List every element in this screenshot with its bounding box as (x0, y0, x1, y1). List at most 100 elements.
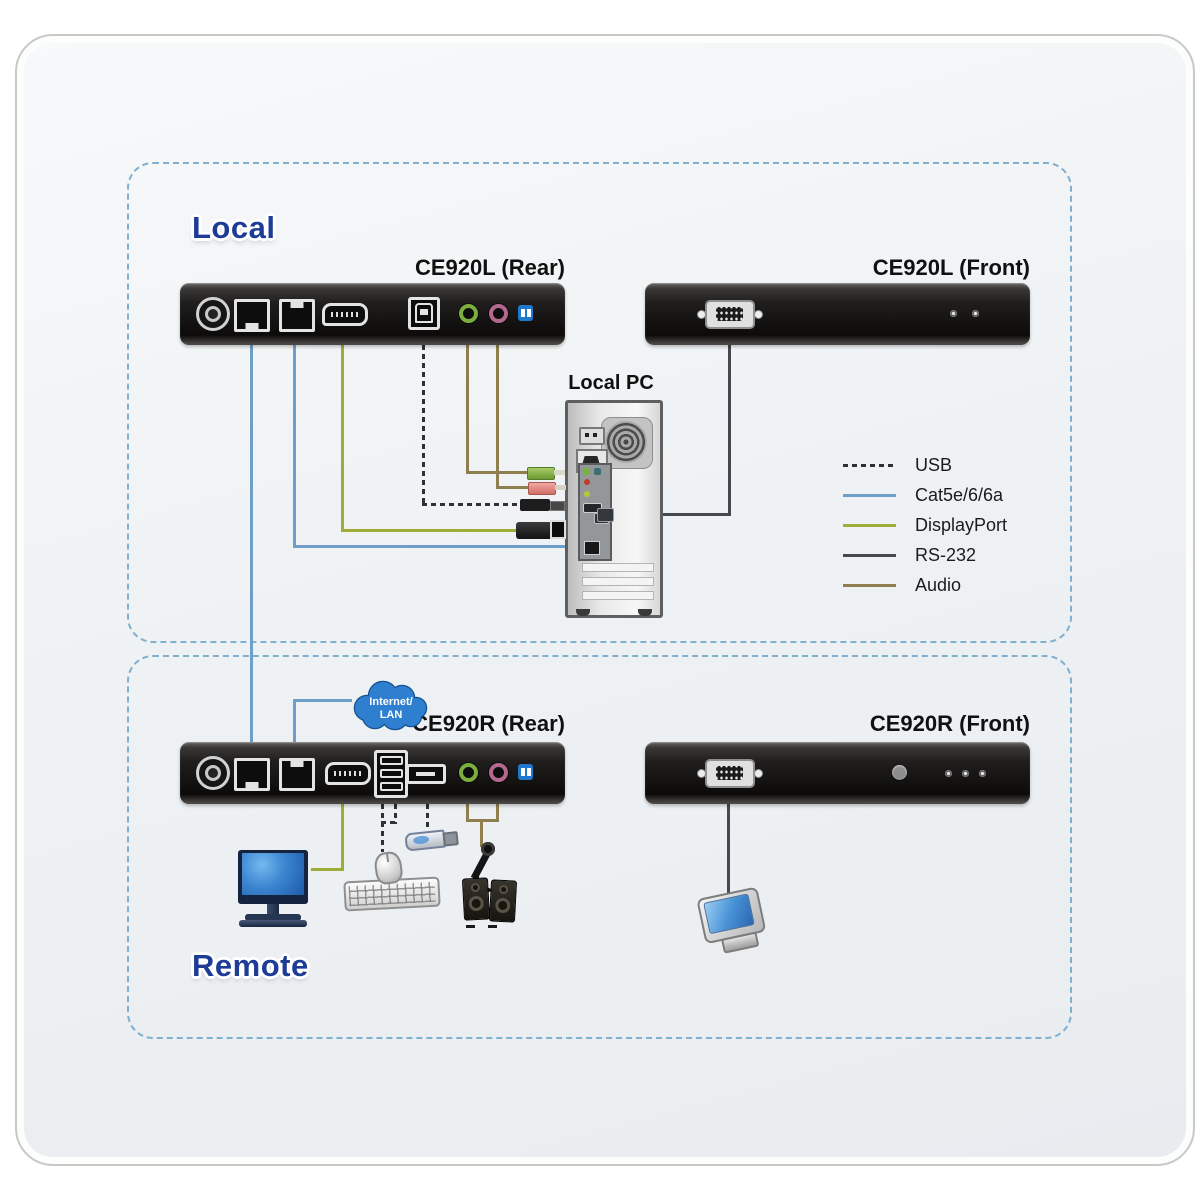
wire-cat5-cloud-h (293, 699, 352, 702)
displayport-port-icon (322, 303, 368, 326)
internet-lan-cloud: Internet/ LAN (345, 678, 435, 734)
mic-in-jack-icon (489, 763, 508, 782)
ce920r-front-title: CE920R (Front) (869, 711, 1030, 736)
remote-zone-label: Remote (192, 948, 309, 983)
rj45-link-port-1-icon (234, 758, 270, 791)
expansion-slot (582, 577, 654, 586)
usb-b-port-icon (408, 297, 440, 330)
lan-port-icon (584, 541, 600, 555)
wire-audio-remote-v3 (480, 819, 483, 847)
wire-rs232-local-v (728, 345, 731, 516)
ce920r-rear-device (180, 742, 565, 804)
usb-plug-icon (520, 498, 565, 512)
local-pc-tower (565, 400, 663, 618)
cloud-label-line2: LAN (380, 709, 403, 721)
legend-swatch-rs232 (843, 554, 896, 557)
wire-displayport-local-h (341, 529, 520, 532)
local-zone-border (127, 162, 1072, 643)
audio-plug-green-icon (527, 467, 567, 480)
db9-serial-port-icon (697, 300, 763, 329)
legend-swatch-displayport (843, 524, 896, 527)
dip-switch-icon (518, 764, 533, 780)
remote-zone-border (127, 655, 1072, 1039)
ce920l-front-title: CE920L (Front) (872, 255, 1030, 280)
legend-item-usb: USB (843, 455, 1073, 475)
rj45-lan-port-icon (279, 758, 315, 791)
legend-label: USB (915, 455, 953, 475)
wire-cat5-direct-link (250, 345, 253, 759)
ce920l-front-device (645, 283, 1030, 345)
audio-out-jack-icon (459, 304, 478, 323)
wire-displayport-local-v (341, 345, 344, 532)
legend-label: RS-232 (915, 545, 977, 565)
wire-usb-kbd-mouse-h (381, 821, 397, 824)
power-inlet-icon (579, 427, 605, 445)
wire-audio-in-local-h (496, 486, 530, 489)
wire-usb-drive-v (426, 804, 429, 831)
legend-swatch-usb (843, 464, 896, 467)
tower-foot (576, 609, 590, 616)
speakers-icon (461, 876, 518, 928)
ce920l-rear-title: CE920L (Rear) (415, 255, 565, 280)
legend-item-audio: Audio (843, 575, 1073, 595)
usb-a-port-icon (406, 764, 446, 784)
monitor-icon (238, 850, 312, 932)
legend-swatch-cat5 (843, 494, 896, 497)
cloud-label-line1: Internet/ (369, 696, 412, 708)
audio-out-jack-icon (459, 763, 478, 782)
led-indicator (945, 770, 952, 777)
displayport-port-icon (325, 762, 371, 785)
ce920r-front-device (645, 742, 1030, 804)
legend-label: Cat5e/6/6a (915, 485, 1004, 505)
wire-displayport-monitor-h (311, 868, 344, 871)
wire-rs232-local-h (610, 513, 731, 516)
dip-switch-icon (518, 305, 533, 321)
power-jack-icon (196, 297, 230, 331)
mic-in-jack-icon (489, 304, 508, 323)
led-indicator (979, 770, 986, 777)
legend-item-cat5: Cat5e/6/6a (843, 485, 1073, 505)
dual-usb-a-port-icon (374, 750, 408, 798)
expansion-slot (582, 563, 654, 572)
led-indicator (962, 770, 969, 777)
wire-usb-kbd-mouse-v2 (394, 804, 397, 824)
led-indicator (972, 310, 979, 317)
legend-label: DisplayPort (915, 515, 1008, 535)
wire-cat5-cloud-v (293, 700, 296, 758)
wire-audio-remote-v1 (466, 804, 469, 822)
legend-label: Audio (915, 575, 962, 595)
db9-serial-port-icon (697, 759, 763, 788)
local-zone-label: Local (192, 210, 276, 245)
wire-usb-local-v (422, 345, 425, 506)
wire-cat5-lan-h (293, 545, 587, 548)
audio-jack-icon (584, 479, 590, 485)
rj45-link-port-2-icon (279, 299, 315, 332)
wire-cat5-lan-v (293, 345, 296, 548)
tower-foot (638, 609, 652, 616)
wire-usb-kbd-mouse-v1 (381, 804, 384, 852)
ps2-port-icon (594, 468, 601, 475)
wire-audio-remote-v2 (496, 804, 499, 822)
audio-jack-icon (584, 491, 590, 497)
wire-displayport-monitor-v (341, 804, 344, 871)
ps2-port-icon (583, 468, 590, 475)
wire-audio-in-local-v (496, 345, 499, 489)
local-pc-label: Local PC (568, 372, 654, 394)
legend-item-rs232: RS-232 (843, 545, 1073, 565)
fan-icon (601, 417, 653, 469)
push-button-icon (892, 765, 907, 780)
legend-swatch-audio (843, 584, 896, 587)
rj45-link-port-1-icon (234, 299, 270, 332)
ce920l-rear-device (180, 283, 565, 345)
power-jack-icon (196, 756, 230, 790)
wire-audio-out-local-v (466, 345, 469, 474)
expansion-slot (582, 591, 654, 600)
wire-rs232-remote-v (727, 804, 730, 894)
ce920r-rear-title: CE920R (Rear) (412, 711, 565, 736)
serial-connector-icon (597, 508, 614, 522)
audio-plug-pink-icon (528, 482, 568, 495)
wire-usb-local-h (422, 503, 524, 506)
legend-item-displayport: DisplayPort (843, 515, 1073, 535)
displayport-plug-icon (516, 520, 566, 541)
